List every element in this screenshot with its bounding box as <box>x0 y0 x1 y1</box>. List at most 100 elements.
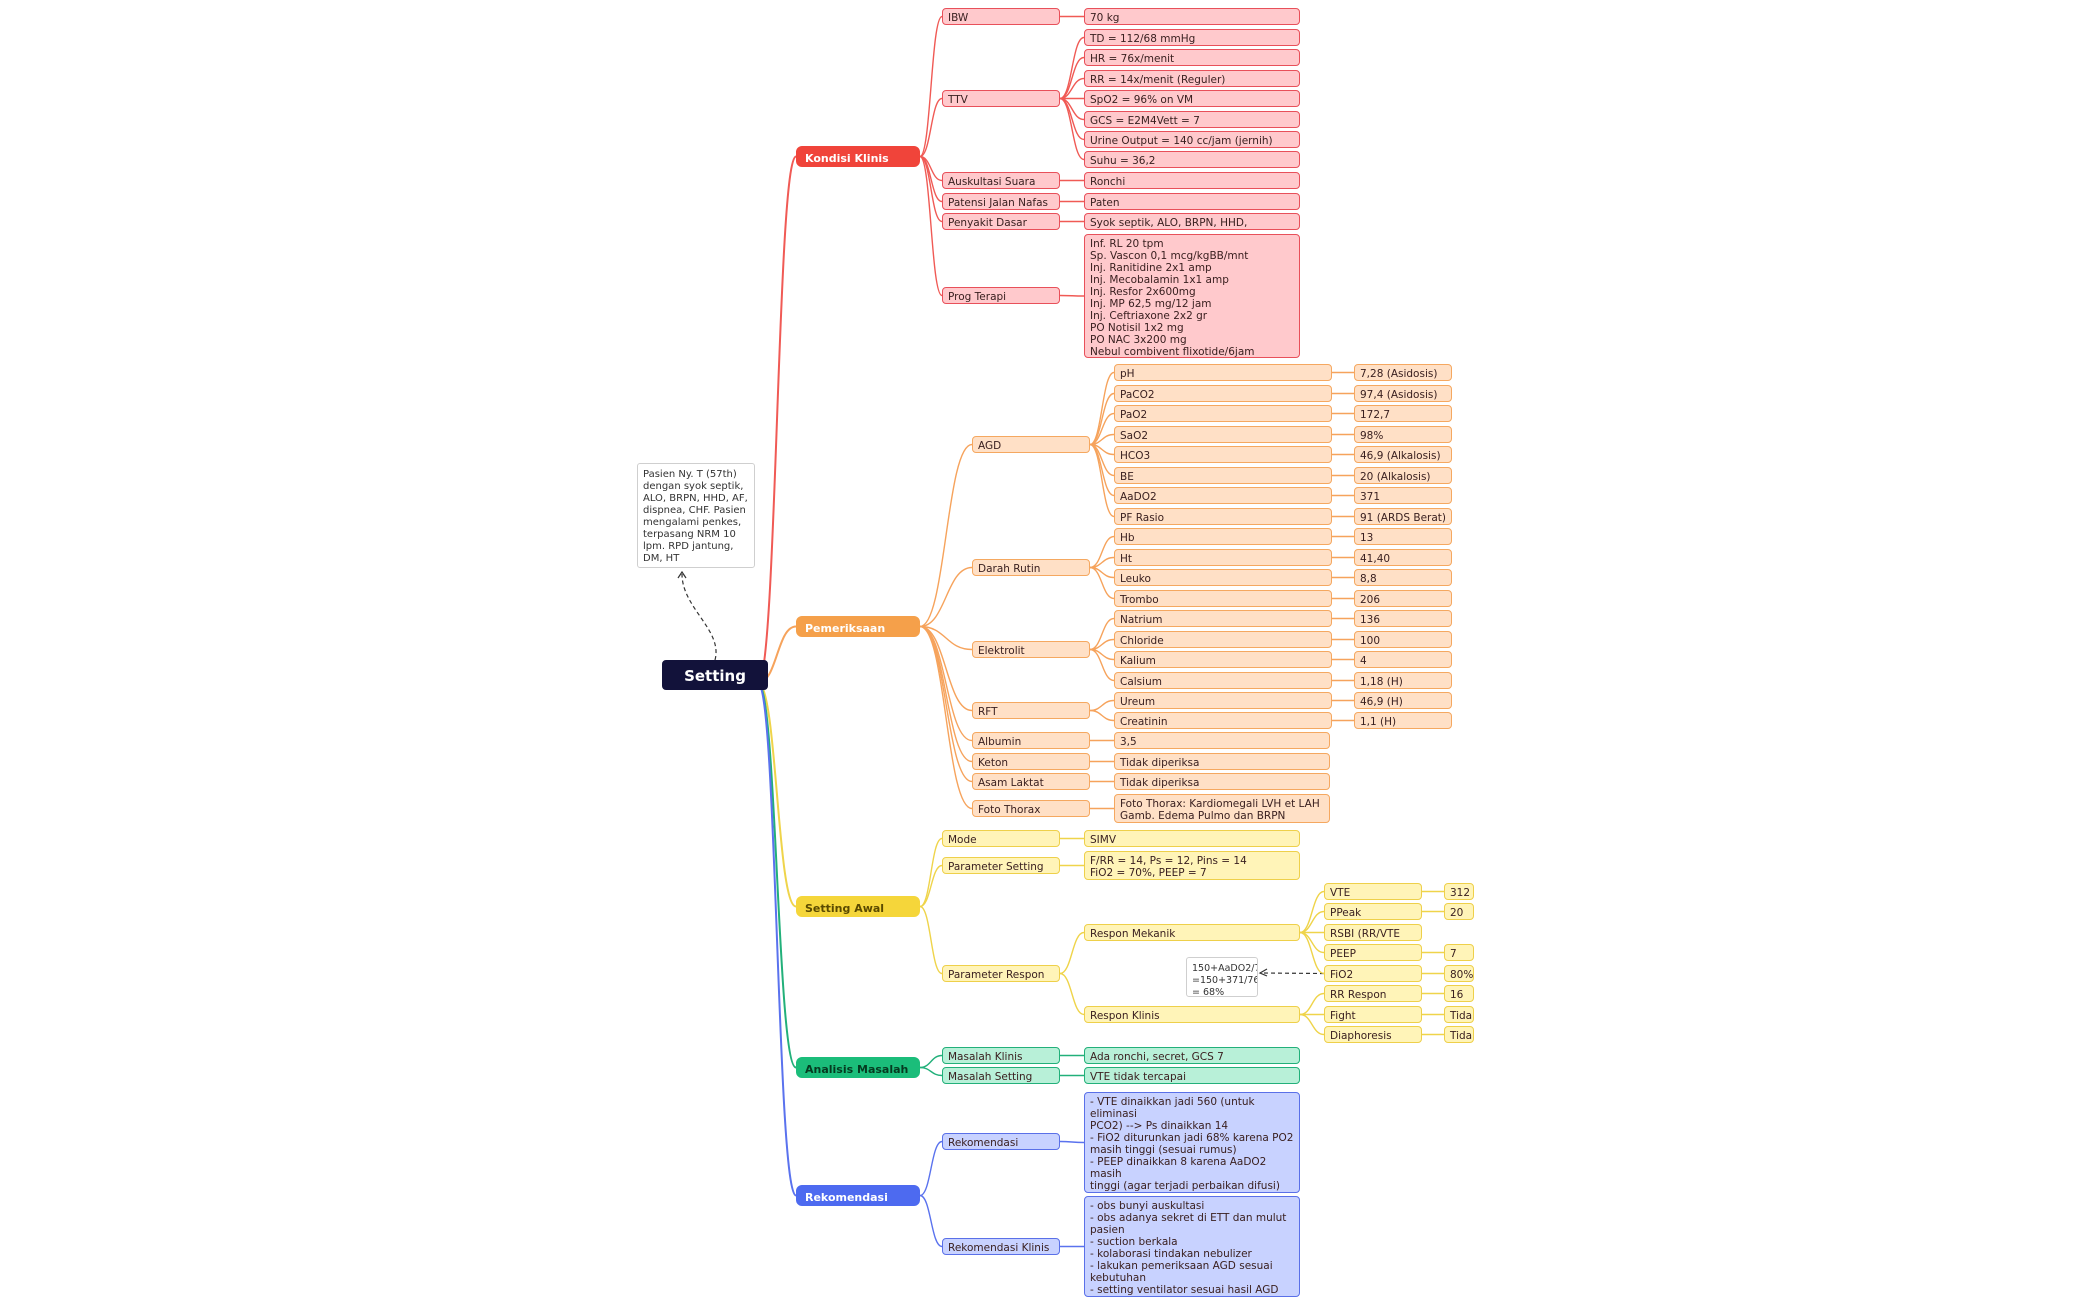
elektrolit-key-1[interactable]: Chloride <box>1114 631 1332 648</box>
laktat-label[interactable]: Asam Laktat <box>972 773 1090 790</box>
ibw-value[interactable]: 70 kg <box>1084 8 1300 25</box>
masalah-klinis-value[interactable]: Ada ronchi, secret, GCS 7 <box>1084 1047 1300 1064</box>
agd-label[interactable]: AGD <box>972 436 1090 453</box>
klinis-key-1[interactable]: Fight <box>1324 1006 1422 1023</box>
branch-rekomendasi[interactable]: Rekomendasi <box>796 1185 920 1206</box>
klinis-val-0[interactable]: 16 <box>1444 985 1474 1002</box>
mekanik-val-4[interactable]: 80% <box>1444 965 1474 982</box>
klinis-val-2[interactable]: Tidak <box>1444 1026 1474 1043</box>
masalah-setting-value[interactable]: VTE tidak tercapai <box>1084 1067 1300 1084</box>
ttv-label[interactable]: TTV <box>942 90 1060 107</box>
agd-key-3[interactable]: SaO2 <box>1114 426 1332 443</box>
agd-key-2[interactable]: PaO2 <box>1114 405 1332 422</box>
respon-mekanik-label[interactable]: Respon Mekanik <box>1084 924 1300 941</box>
respon-klinis-label[interactable]: Respon Klinis <box>1084 1006 1300 1023</box>
thorax-value[interactable]: Foto Thorax: Kardiomegali LVH et LAH Gam… <box>1114 794 1330 823</box>
masalah-klinis-label[interactable]: Masalah Klinis <box>942 1047 1060 1064</box>
param-respon-label[interactable]: Parameter Respon <box>942 965 1060 982</box>
penyakit-label[interactable]: Penyakit Dasar <box>942 213 1060 230</box>
mekanik-key-4[interactable]: FiO2 <box>1324 965 1422 982</box>
branch-pemeriksaan-penunjang[interactable]: Pemeriksaan Penunjang <box>796 616 920 637</box>
elektrolit-key-0[interactable]: Natrium <box>1114 610 1332 627</box>
rekomendasi-klinis-value[interactable]: - obs bunyi auskultasi - obs adanya sekr… <box>1084 1196 1300 1297</box>
rft-key-1[interactable]: Creatinin <box>1114 712 1332 729</box>
branch-analisis-masalah[interactable]: Analisis Masalah <box>796 1057 920 1078</box>
ttv-value-6[interactable]: Suhu = 36,2 <box>1084 151 1300 168</box>
elektrolit-val-0[interactable]: 136 <box>1354 610 1452 627</box>
elektrolit-label[interactable]: Elektrolit <box>972 641 1090 658</box>
agd-val-2[interactable]: 172,7 <box>1354 405 1452 422</box>
ttv-value-1[interactable]: HR = 76x/menit <box>1084 49 1300 66</box>
rft-label[interactable]: RFT <box>972 702 1090 719</box>
param-setting-value[interactable]: F/RR = 14, Ps = 12, Pins = 14 FiO2 = 70%… <box>1084 851 1300 880</box>
keton-label[interactable]: Keton <box>972 753 1090 770</box>
thorax-label[interactable]: Foto Thorax <box>972 800 1090 817</box>
darah-val-3[interactable]: 206 <box>1354 590 1452 607</box>
klinis-val-1[interactable]: Tidak <box>1444 1006 1474 1023</box>
agd-key-7[interactable]: PF Rasio <box>1114 508 1332 525</box>
agd-val-7[interactable]: 91 (ARDS Berat) <box>1354 508 1452 525</box>
darah-val-1[interactable]: 41,40 <box>1354 549 1452 566</box>
param-setting-label[interactable]: Parameter Setting <box>942 857 1060 874</box>
fio2-formula-note[interactable]: 150+AaDO2/760 =150+371/760 = 68% <box>1186 957 1258 997</box>
ttv-value-2[interactable]: RR = 14x/menit (Reguler) <box>1084 70 1300 87</box>
patensi-label[interactable]: Patensi Jalan Nafas <box>942 193 1060 210</box>
darah-key-0[interactable]: Hb <box>1114 528 1332 545</box>
klinis-key-2[interactable]: Diaphoresis <box>1324 1026 1422 1043</box>
darah-val-0[interactable]: 13 <box>1354 528 1452 545</box>
auskultasi-value[interactable]: Ronchi <box>1084 172 1300 189</box>
darah-key-1[interactable]: Ht <box>1114 549 1332 566</box>
ttv-value-4[interactable]: GCS = E2M4Vett = 7 <box>1084 111 1300 128</box>
rft-key-0[interactable]: Ureum <box>1114 692 1332 709</box>
penyakit-value[interactable]: Syok septik, ALO, BRPN, HHD, Dispnea, CH… <box>1084 213 1300 230</box>
agd-val-6[interactable]: 371 <box>1354 487 1452 504</box>
albumin-label[interactable]: Albumin <box>972 732 1090 749</box>
patensi-value[interactable]: Paten <box>1084 193 1300 210</box>
albumin-value[interactable]: 3,5 <box>1114 732 1330 749</box>
elektrolit-val-1[interactable]: 100 <box>1354 631 1452 648</box>
ibw-label[interactable]: IBW <box>942 8 1060 25</box>
mode-value[interactable]: SIMV <box>1084 830 1300 847</box>
rekomendasi-klinis-label[interactable]: Rekomendasi Klinis <box>942 1238 1060 1255</box>
agd-key-6[interactable]: AaDO2 <box>1114 487 1332 504</box>
elektrolit-val-2[interactable]: 4 <box>1354 651 1452 668</box>
agd-val-4[interactable]: 46,9 (Alkalosis) <box>1354 446 1452 463</box>
keton-value[interactable]: Tidak diperiksa <box>1114 753 1330 770</box>
elektrolit-key-2[interactable]: Kalium <box>1114 651 1332 668</box>
mekanik-key-2[interactable]: RSBI (RR/VTE liter) <box>1324 924 1422 941</box>
mekanik-val-1[interactable]: 20 <box>1444 903 1474 920</box>
darah-rutin-label[interactable]: Darah Rutin <box>972 559 1090 576</box>
mekanik-val-3[interactable]: 7 <box>1444 944 1474 961</box>
elektrolit-val-3[interactable]: 1,18 (H) <box>1354 672 1452 689</box>
darah-key-3[interactable]: Trombo <box>1114 590 1332 607</box>
mode-label[interactable]: Mode <box>942 830 1060 847</box>
rekomendasi-setting-label[interactable]: Rekomendasi Setting <box>942 1133 1060 1150</box>
rft-val-0[interactable]: 46,9 (H) <box>1354 692 1452 709</box>
ttv-value-5[interactable]: Urine Output = 140 cc/jam (jernih) <box>1084 131 1300 148</box>
mekanik-key-1[interactable]: PPeak <box>1324 903 1422 920</box>
masalah-setting-label[interactable]: Masalah Setting <box>942 1067 1060 1084</box>
agd-val-5[interactable]: 20 (Alkalosis) <box>1354 467 1452 484</box>
auskultasi-label[interactable]: Auskultasi Suara Nafas <box>942 172 1060 189</box>
agd-key-5[interactable]: BE <box>1114 467 1332 484</box>
laktat-value[interactable]: Tidak diperiksa <box>1114 773 1330 790</box>
ttv-value-3[interactable]: SpO2 = 96% on VM <box>1084 90 1300 107</box>
patient-summary-note[interactable]: Pasien Ny. T (57th) dengan syok septik, … <box>637 463 755 568</box>
klinis-key-0[interactable]: RR Respon <box>1324 985 1422 1002</box>
ttv-value-0[interactable]: TD = 112/68 mmHg <box>1084 29 1300 46</box>
darah-val-2[interactable]: 8,8 <box>1354 569 1452 586</box>
agd-val-0[interactable]: 7,28 (Asidosis) <box>1354 364 1452 381</box>
mekanik-key-0[interactable]: VTE <box>1324 883 1422 900</box>
rft-val-1[interactable]: 1,1 (H) <box>1354 712 1452 729</box>
branch-setting-awal[interactable]: Setting Awal <box>796 896 920 917</box>
mekanik-key-3[interactable]: PEEP <box>1324 944 1422 961</box>
agd-key-0[interactable]: pH <box>1114 364 1332 381</box>
agd-val-1[interactable]: 97,4 (Asidosis) <box>1354 385 1452 402</box>
agd-val-3[interactable]: 98% <box>1354 426 1452 443</box>
terapi-value[interactable]: Inf. RL 20 tpm Sp. Vascon 0,1 mcg/kgBB/m… <box>1084 234 1300 358</box>
elektrolit-key-3[interactable]: Calsium <box>1114 672 1332 689</box>
agd-key-4[interactable]: HCO3 <box>1114 446 1332 463</box>
rekomendasi-setting-value[interactable]: - VTE dinaikkan jadi 560 (untuk eliminas… <box>1084 1092 1300 1193</box>
agd-key-1[interactable]: PaCO2 <box>1114 385 1332 402</box>
darah-key-2[interactable]: Leuko <box>1114 569 1332 586</box>
